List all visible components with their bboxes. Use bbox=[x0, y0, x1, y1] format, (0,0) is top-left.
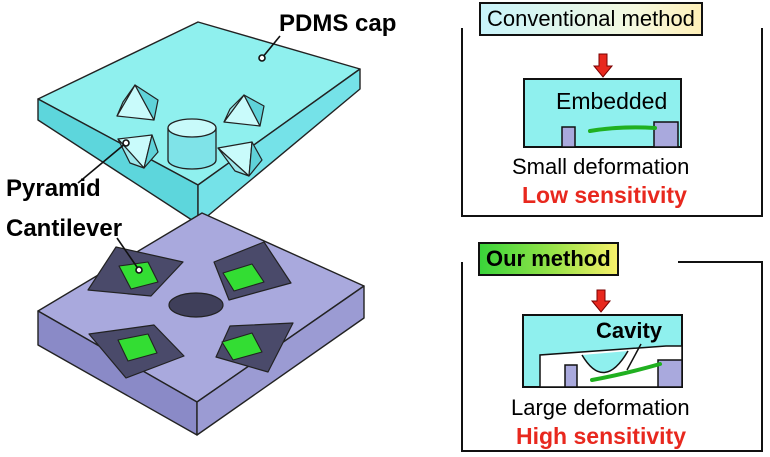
pdms-cap-label: PDMS cap bbox=[279, 10, 397, 37]
cylinder-post bbox=[167, 118, 217, 170]
ours-post-left bbox=[564, 364, 578, 388]
pyramid-label: Pyramid bbox=[6, 175, 101, 202]
cantilever bbox=[118, 261, 159, 290]
low-sensitivity-text: Low sensitivity bbox=[522, 182, 687, 208]
cantilever-label: Cantilever bbox=[6, 215, 123, 242]
large-deformation-text: Large deformation bbox=[511, 395, 690, 420]
embedded-label: Embedded bbox=[556, 88, 668, 114]
center-hole bbox=[168, 292, 224, 318]
ours-cantilever bbox=[590, 362, 662, 382]
small-deformation-text: Small deformation bbox=[512, 154, 690, 179]
our-method-tag: Our method bbox=[478, 242, 619, 276]
pyramid-leader-line bbox=[77, 142, 127, 184]
cavity-dome bbox=[581, 350, 629, 374]
conventional-method-tag: Conventional method bbox=[479, 2, 703, 36]
cantilever bbox=[222, 263, 265, 292]
conventional-post-left bbox=[561, 126, 576, 148]
conventional-cantilever bbox=[588, 125, 657, 133]
pyramid bbox=[217, 141, 263, 177]
high-sensitivity-text: High sensitivity bbox=[516, 423, 686, 449]
cantilever bbox=[117, 333, 158, 362]
pdms-cap bbox=[37, 21, 361, 225]
cavity-leader-line bbox=[626, 343, 642, 371]
pyramid bbox=[117, 134, 159, 169]
ours-frame bbox=[461, 261, 763, 452]
substrate bbox=[37, 212, 365, 436]
conventional-arrow bbox=[592, 53, 614, 78]
cantilever bbox=[221, 332, 263, 361]
ours-arrow bbox=[590, 289, 612, 313]
conventional-frame bbox=[461, 28, 763, 217]
cantilever-leader-line bbox=[116, 237, 140, 271]
pyramid bbox=[223, 94, 265, 127]
conventional-post-right bbox=[653, 121, 679, 148]
ours-post-right bbox=[657, 359, 683, 388]
pyramid bbox=[116, 84, 159, 121]
cavity-label: Cavity bbox=[596, 318, 663, 343]
pdms-leader-line bbox=[261, 35, 281, 59]
